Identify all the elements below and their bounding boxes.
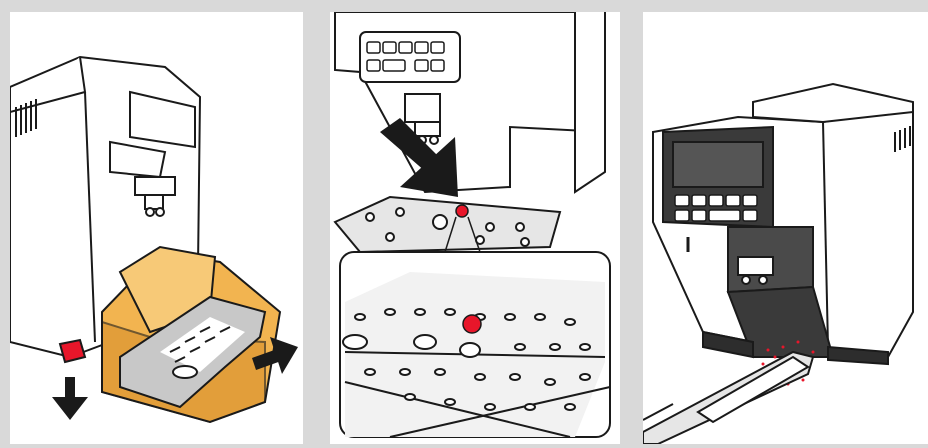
machine-front — [335, 12, 605, 192]
panel-remove-drip-tray — [10, 12, 303, 444]
panel-2-illustration — [330, 12, 620, 444]
red-release-button — [60, 340, 85, 362]
panel-clean-with-vacuum — [643, 12, 928, 444]
float-indicator-small — [456, 205, 468, 217]
float-indicator-large — [463, 315, 481, 333]
panel-check-float-indicator — [330, 12, 620, 444]
panel-3-illustration — [643, 12, 928, 444]
panel-1-illustration — [10, 12, 303, 444]
arrow-down-icon — [52, 377, 88, 420]
vacuum-nozzle — [643, 352, 813, 444]
